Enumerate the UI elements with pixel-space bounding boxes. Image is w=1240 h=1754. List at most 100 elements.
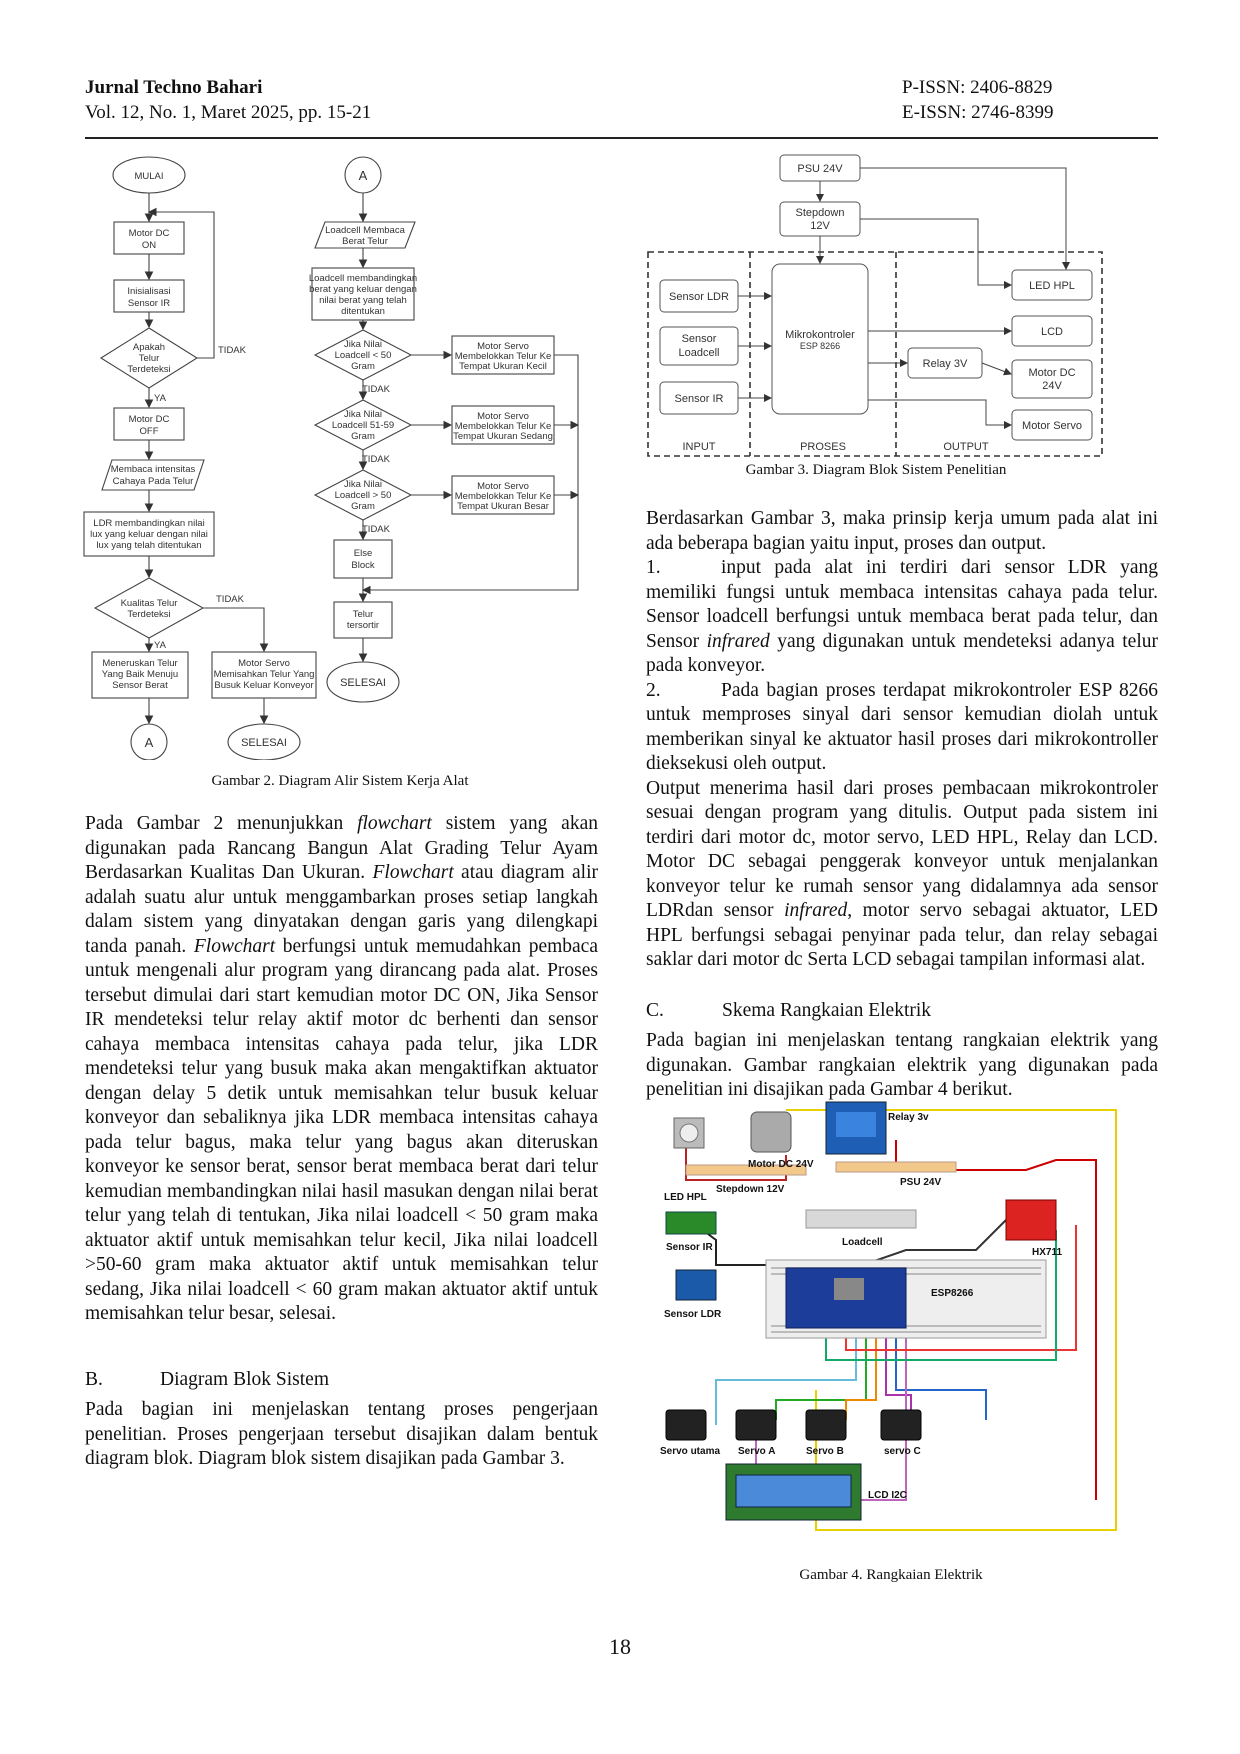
flow-start-label: MULAI <box>134 171 163 182</box>
loadcell-part <box>805 1209 917 1229</box>
flow-label: TIDAK <box>216 594 245 605</box>
flow-label: Gram <box>351 431 375 442</box>
right-paragraph-4: Pada bagian ini menjelaskan tentang rang… <box>646 1029 1158 1103</box>
block-label: Relay 3V <box>923 358 968 370</box>
servo-a-part <box>735 1409 777 1441</box>
flow-label: Berat Telur <box>342 236 388 247</box>
wiring-label: Sensor IR <box>666 1242 713 1253</box>
section-b-title: Diagram Blok Sistem <box>160 1369 329 1390</box>
figure-4-caption: Gambar 4. Rangkaian Elektrik <box>799 1567 983 1583</box>
flow-label: A <box>145 735 154 750</box>
page-number: 18 <box>609 1634 631 1659</box>
flow-label: Loadcell < 50 <box>335 350 392 361</box>
block-label: Sensor IR <box>675 393 724 405</box>
flow-label: YA <box>154 393 167 404</box>
block-label: Motor DC <box>1028 367 1075 379</box>
flow-label: TIDAK <box>362 454 391 465</box>
flow-label: Block <box>351 560 374 571</box>
servo-c-part <box>880 1409 922 1441</box>
sensor-ir-part <box>665 1211 717 1235</box>
block-lcd <box>1011 315 1093 347</box>
block-label: Motor Servo <box>1022 420 1082 432</box>
motor-part <box>750 1111 792 1153</box>
psu-part <box>835 1161 957 1173</box>
servo-main-part <box>665 1409 707 1441</box>
flow-label: SELESAI <box>340 677 386 689</box>
flow-label: Cahaya Pada Telur <box>113 476 194 487</box>
text-run: sistem yang akan digunakan pada Rancang … <box>85 813 598 883</box>
flow-label: Terdeteksi <box>127 609 170 620</box>
flow-label: tersortir <box>347 620 379 631</box>
lcd-screen <box>735 1474 852 1508</box>
flow-label: A <box>359 168 368 183</box>
wiring-label: Servo utama <box>660 1446 720 1457</box>
journal-title: Jurnal Techno Bahari <box>85 77 263 98</box>
flow-label: Else <box>354 548 372 559</box>
flow-label: Sensor Berat <box>112 680 168 691</box>
flow-label: Gram <box>351 501 375 512</box>
block-label: ESP 8266 <box>800 341 840 351</box>
block-servo <box>1011 409 1093 441</box>
eissn: E-ISSN: 2746-8399 <box>902 102 1054 123</box>
flow-label: berat yang keluar dengan <box>309 284 417 295</box>
block-label: OUTPUT <box>943 441 989 453</box>
block-led <box>1011 269 1093 301</box>
flow-label: ON <box>142 240 156 251</box>
wiring-label: Servo B <box>806 1446 844 1457</box>
block-motor <box>1011 359 1093 399</box>
wiring-label: ESP8266 <box>931 1288 974 1299</box>
flow-label: YA <box>154 640 167 651</box>
flow-label: Membaca intensitas <box>111 464 196 475</box>
flow-label: lux yang telah ditentukan <box>96 540 201 551</box>
wire-cyan <box>715 1330 857 1425</box>
figure-3-caption: Gambar 3. Diagram Blok Sistem Penelitian <box>745 462 1007 478</box>
section-c-title: Skema Rangkaian Elektrik <box>722 1000 932 1021</box>
stepdown-part <box>685 1164 807 1176</box>
flow-weigh <box>314 221 416 249</box>
flow-label: TIDAK <box>362 524 391 535</box>
wiring-label: LED HPL <box>664 1192 707 1203</box>
flow-label: Kualitas Telur <box>121 598 178 609</box>
flow-label: ditentukan <box>341 306 385 317</box>
flow-label: Tempat Ukuran Sedang <box>453 431 553 442</box>
wiring-label: LCD I2C <box>868 1490 907 1501</box>
flow-label: Sensor IR <box>128 298 170 309</box>
figure-2-caption: Gambar 2. Diagram Alir Sistem Kerja Alat <box>211 773 469 789</box>
block-label: PSU 24V <box>797 163 843 175</box>
left-paragraph-1: Pada Gambar 2 menunjukkan flowchart sist… <box>85 812 598 1327</box>
flow-sorted <box>333 601 393 639</box>
servo-b-part <box>805 1409 847 1441</box>
flow-label: Membelokkan Telur Ke <box>455 491 551 502</box>
flow-label: Motor Servo <box>477 411 529 422</box>
block-mcu <box>771 263 869 415</box>
flow-label: Gram <box>351 361 375 372</box>
flow-forward <box>91 651 189 699</box>
wire-green-2 <box>825 1230 1057 1361</box>
flow-servo-small <box>451 335 555 375</box>
block-label: 24V <box>1042 380 1062 392</box>
wire-green <box>775 1330 867 1420</box>
flow-label: Busuk Keluar Konveyor <box>214 680 313 691</box>
flow-label: Loadcell 51-59 <box>332 420 394 431</box>
flow-label: TIDAK <box>362 384 391 395</box>
flow-label: Apakah <box>133 342 165 353</box>
flow-label: Loadcell membandingkan <box>309 273 417 284</box>
block-label: Mikrokontroler <box>785 329 855 341</box>
breadboard-rail <box>771 1331 1041 1333</box>
block-label: INPUT <box>683 441 716 453</box>
section-b-number: B. <box>85 1369 103 1390</box>
flow-label: Motor Servo <box>477 481 529 492</box>
wiring-label: Sensor LDR <box>664 1309 722 1320</box>
flow-label: Jika Nilai <box>344 339 382 350</box>
flow-label: LDR membandingkan nilai <box>93 518 204 529</box>
flow-label: Membelokkan Telur Ke <box>455 421 551 432</box>
wire-orange <box>845 1335 877 1420</box>
wiring-label: Servo A <box>738 1446 775 1457</box>
flow-label: Memisahkan Telur Yang <box>214 669 315 680</box>
wiring-label: PSU 24V <box>900 1177 941 1188</box>
block-label: 12V <box>810 220 830 232</box>
flow-label: Terdeteksi <box>127 364 170 375</box>
flow-label: lux yang keluar dengan nilai <box>90 529 208 540</box>
flow-label: Loadcell > 50 <box>335 490 392 501</box>
block-label: Sensor <box>682 333 717 345</box>
